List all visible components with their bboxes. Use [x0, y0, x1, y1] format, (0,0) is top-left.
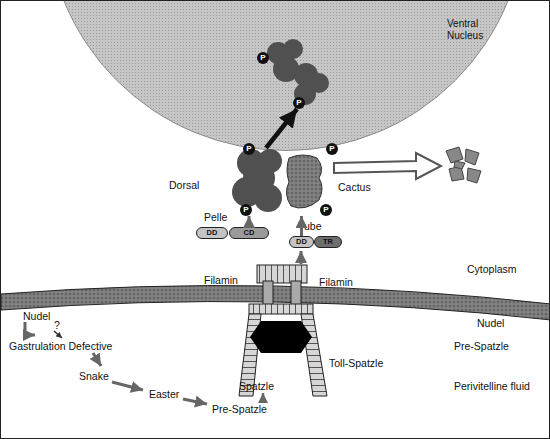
nuclear-dorsal-dimer — [267, 39, 329, 105]
node-text: Ventral Nucleus — [447, 18, 497, 42]
dorsal-lobe — [309, 73, 329, 93]
phospho-tag: P — [326, 143, 338, 155]
protein-name: Pre-Spatzle — [212, 403, 267, 415]
cascade-arrow — [54, 331, 62, 338]
cleavage-arrow — [262, 393, 265, 402]
protein-name: Snake — [79, 370, 109, 382]
protein-name: Filamin — [319, 276, 353, 288]
dorsal-lobe — [254, 184, 282, 212]
toll-receptor — [239, 265, 327, 396]
dorsal-lobe — [294, 63, 318, 87]
node-text: DD — [197, 228, 227, 238]
death-domain: DD — [196, 227, 228, 239]
compartment-label: Perivitelline fluid — [454, 380, 530, 392]
protein-name: Tube — [298, 220, 322, 232]
activation-arrow — [300, 216, 303, 236]
node-text: CD — [230, 228, 268, 238]
protein-name: Pelle — [204, 211, 227, 223]
compartment-label: Cytoplasm — [467, 263, 517, 275]
fragment — [449, 166, 464, 181]
phospho-tag: P — [243, 143, 255, 155]
dorsal-protein: Dorsal — [166, 148, 283, 216]
protein-name: Toll-Spatzle — [329, 357, 383, 369]
phospho-tag: P — [257, 52, 269, 64]
tube-repeat-domain: TR — [314, 236, 342, 248]
toll-ectodomain — [249, 304, 313, 314]
cascade-arrow — [112, 382, 143, 390]
fragment — [465, 149, 479, 165]
cascade-arrow — [93, 353, 101, 366]
degraded-cactus — [446, 147, 481, 183]
degradation-arrow — [334, 153, 441, 179]
dorsal-lobe — [283, 39, 303, 59]
protein-name: Pre-Spatzle — [454, 340, 509, 352]
protein-name: Gastrulation Defective — [9, 340, 112, 352]
cactus-body — [286, 155, 322, 208]
nucleus-circle: Ventral Nucleus — [46, 0, 526, 151]
node-text: DD — [290, 237, 313, 247]
protein-name: Nudel — [477, 317, 504, 329]
signal-arrow — [300, 251, 303, 264]
phospho-tag: P — [240, 204, 252, 216]
node-text: Dorsal — [169, 179, 199, 191]
toll-arm — [301, 314, 327, 396]
node-text: Cactus — [338, 181, 371, 193]
dorsal-lobe — [267, 42, 289, 64]
fragment — [454, 161, 465, 169]
cascade-arrow — [183, 399, 207, 404]
protein-name: Filamin — [204, 274, 238, 286]
fragment — [467, 168, 481, 183]
toll-transmembrane — [291, 281, 301, 306]
spatzle-ligand — [250, 321, 312, 353]
activation-arrow — [248, 216, 251, 227]
cascade-arrow — [25, 322, 35, 335]
death-domain: DD — [289, 236, 314, 248]
phospho-tag: P — [293, 97, 305, 109]
toll-transmembrane — [263, 281, 273, 306]
fragment — [446, 147, 463, 163]
phospho-tag: P — [320, 204, 332, 216]
cell-membrane — [1, 286, 550, 320]
nuclear-import-arrow — [266, 109, 297, 148]
protein-name: Easter — [149, 388, 179, 400]
toll-cytoplasmic-domain — [257, 265, 307, 283]
question-mark: ? — [54, 319, 60, 331]
protein-name: Spatzle — [239, 380, 274, 392]
catalytic-domain: CD — [229, 227, 269, 239]
protein-name: Nudel — [23, 310, 50, 322]
node-text: TR — [315, 237, 341, 247]
dorsal-lobe — [273, 56, 299, 82]
